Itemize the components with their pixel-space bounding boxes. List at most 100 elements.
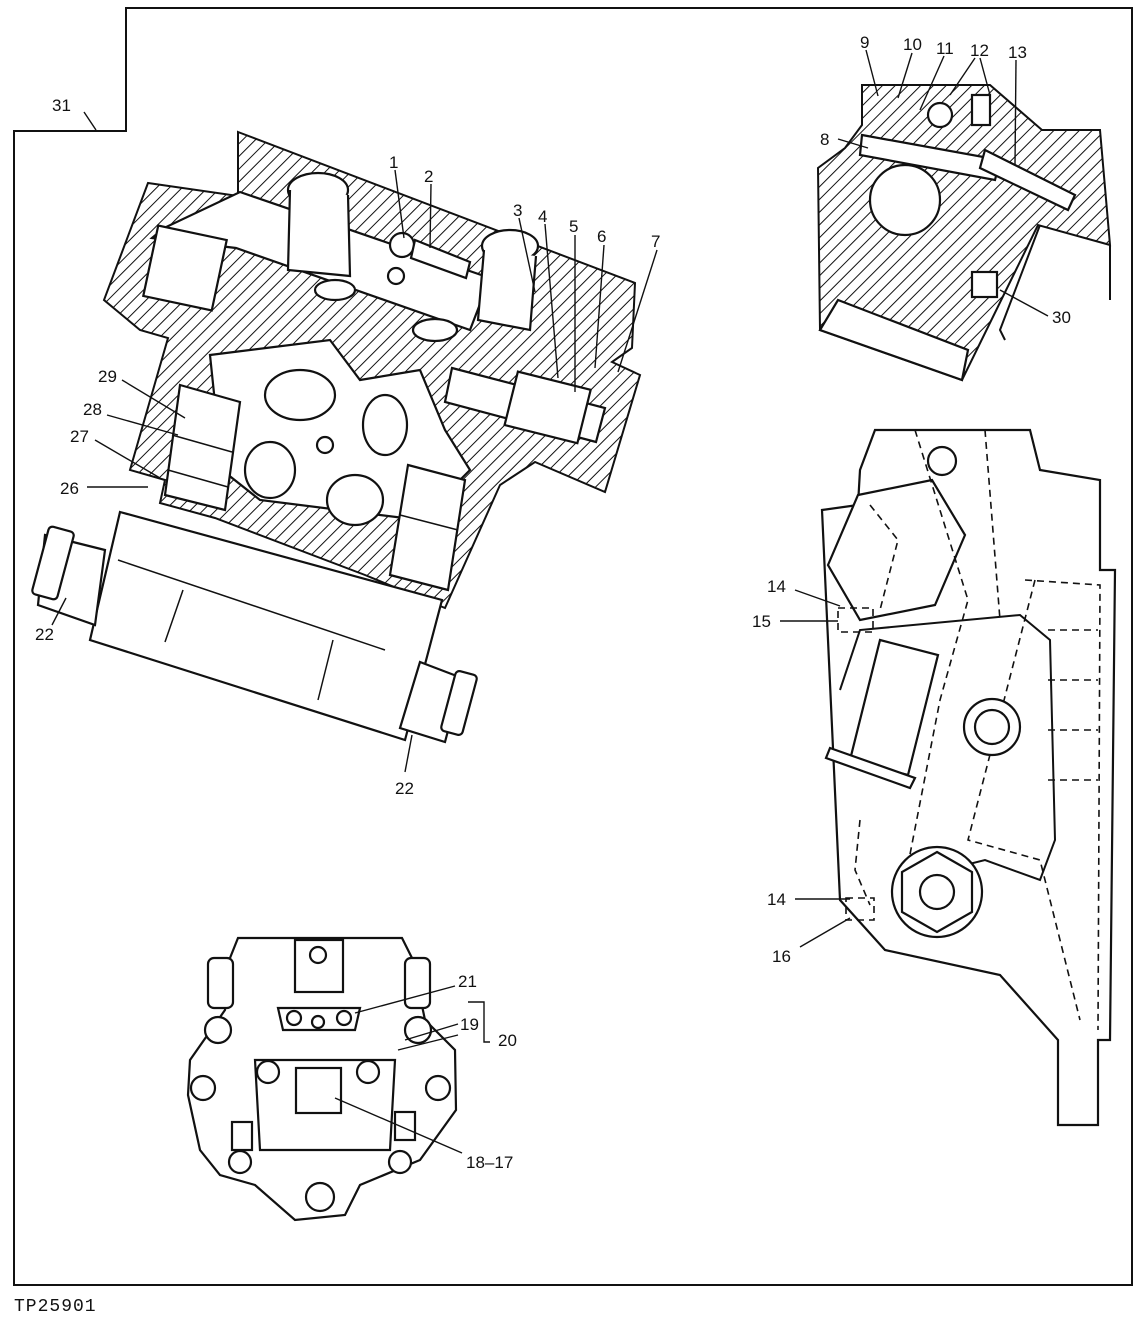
flange-bolt <box>387 1149 413 1175</box>
detail-bore <box>868 163 942 237</box>
detail-bolt-30 <box>970 270 999 299</box>
check-seat-line <box>167 469 229 488</box>
callout-14-top: 14 <box>767 577 786 596</box>
cover-bolt <box>285 1009 303 1027</box>
callout-20: 20 <box>498 1031 517 1050</box>
hidden-line <box>904 429 969 881</box>
hidden-line <box>984 429 1001 621</box>
flange-bolt <box>403 1015 433 1045</box>
spring-2 <box>409 238 472 280</box>
main-valve-section <box>31 130 642 744</box>
end-plug-right-hex <box>440 670 478 736</box>
detail-spool <box>858 133 1002 182</box>
callout-1: 1 <box>389 153 398 172</box>
callout-26: 26 <box>60 479 79 498</box>
callout-19: 19 <box>460 1015 479 1034</box>
block-mark <box>317 639 334 701</box>
detail-section-top-right <box>816 84 1112 382</box>
callout-8: 8 <box>820 130 829 149</box>
detail-pin <box>978 148 1077 212</box>
flange-bolt <box>203 1015 233 1045</box>
plate-bolt <box>355 1059 381 1085</box>
figure-code: TP25901 <box>14 1297 97 1314</box>
side-elevation-view <box>820 428 1117 1127</box>
callout-22-left: 22 <box>35 625 54 644</box>
page-frame <box>13 7 1133 1286</box>
side-fitting <box>230 1120 254 1152</box>
hidden-line <box>1024 579 1101 1031</box>
callout-27: 27 <box>70 427 89 446</box>
cavity-lobe-3 <box>361 393 409 457</box>
hidden-line <box>869 504 899 611</box>
inner-boss <box>839 613 1057 882</box>
plug-16 <box>845 897 875 921</box>
flange-bolt <box>424 1074 452 1102</box>
plug-18 <box>294 1066 343 1115</box>
callout-21: 21 <box>458 972 477 991</box>
middle-boss-inner <box>973 708 1011 746</box>
left-lug <box>206 956 235 1010</box>
side-fitting <box>393 1110 417 1142</box>
detail-edge <box>998 224 1041 341</box>
callout-11: 11 <box>936 39 954 58</box>
left-check-valve <box>163 383 242 512</box>
cover-plug <box>310 1014 326 1030</box>
lower-valve-block <box>88 510 444 742</box>
callout-16: 16 <box>772 947 791 966</box>
detail-plug-12 <box>970 93 992 127</box>
flange-bolt <box>189 1074 217 1102</box>
plate-bolt <box>255 1059 281 1085</box>
callout-6: 6 <box>597 227 606 246</box>
cavity-lobe-1 <box>263 368 337 422</box>
right-lug <box>403 956 432 1010</box>
right-check-valve <box>388 463 467 592</box>
callout-9: 9 <box>860 33 869 52</box>
callout-3: 3 <box>513 201 522 220</box>
block-mark <box>164 589 184 643</box>
motor-end-view <box>186 936 458 1222</box>
top-bolt <box>926 445 958 477</box>
lower-hex-bore <box>918 873 956 911</box>
callout-labels: 31 1 2 3 4 5 6 7 29 28 27 26 22 22 9 10 … <box>35 33 1071 1172</box>
relief-cartridge <box>503 370 593 445</box>
callout-2: 2 <box>424 167 433 186</box>
ball-1 <box>388 231 416 259</box>
center-hole <box>315 435 335 455</box>
detail-lower-face <box>818 298 970 382</box>
callout-5: 5 <box>569 217 578 236</box>
block-edge <box>117 559 386 651</box>
callout-14-bottom: 14 <box>767 890 786 909</box>
cover-bolt <box>335 1009 353 1027</box>
left-plug <box>141 224 229 312</box>
check-seat-line <box>399 514 459 531</box>
callout-29: 29 <box>98 367 117 386</box>
upper-hex-nut <box>826 478 967 622</box>
bottom-bolt <box>304 1181 336 1213</box>
top-cap-bolt <box>308 945 328 965</box>
callout-13: 13 <box>1008 43 1027 62</box>
passage-a <box>313 278 357 302</box>
orifice <box>386 266 406 286</box>
callout-15: 15 <box>752 612 771 631</box>
hidden-line <box>854 819 871 906</box>
callout-10: 10 <box>903 35 922 54</box>
callout-18-17: 18–17 <box>466 1153 513 1172</box>
passage-b <box>411 317 459 343</box>
cavity-lobe-4 <box>325 473 385 527</box>
callout-28: 28 <box>83 400 102 419</box>
check-seat-line <box>171 434 233 453</box>
callout-7: 7 <box>651 232 660 251</box>
side-rod <box>824 746 917 790</box>
detail-ball <box>926 101 954 129</box>
flange-bolt <box>227 1149 253 1175</box>
callout-31: 31 <box>52 96 71 115</box>
plug-15 <box>837 607 874 633</box>
right-port <box>476 249 538 332</box>
callout-4: 4 <box>538 207 547 226</box>
end-plug-left-hex <box>31 525 75 601</box>
callout-30: 30 <box>1052 308 1071 327</box>
cavity-lobe-2 <box>243 440 297 500</box>
callout-22-right: 22 <box>395 779 414 798</box>
